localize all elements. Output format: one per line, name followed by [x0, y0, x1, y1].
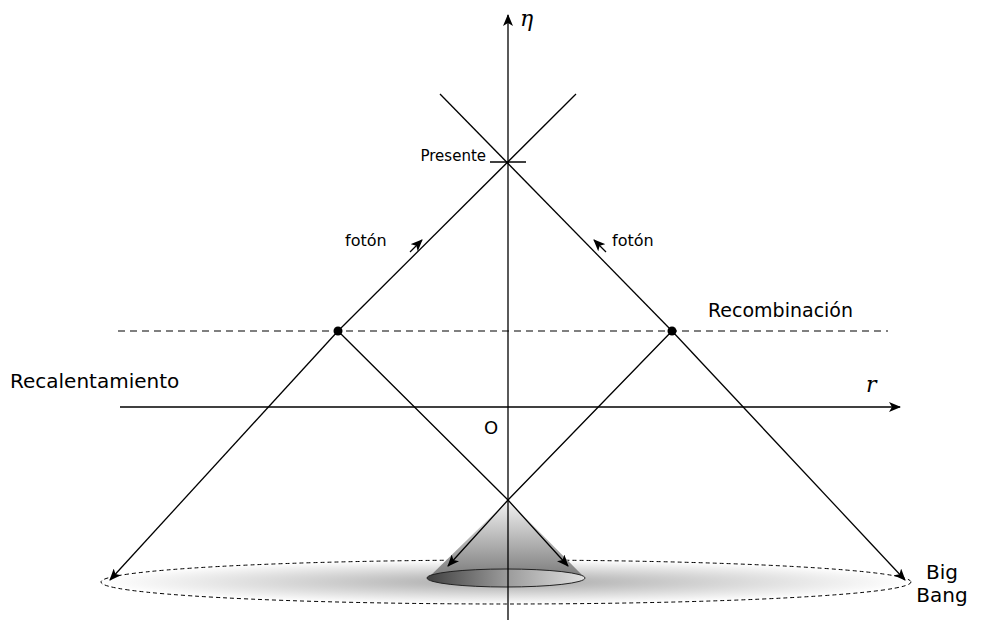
r-axis — [120, 406, 900, 407]
photon-line — [338, 94, 576, 331]
point-label: Presente — [418, 148, 488, 165]
emission-dot — [334, 327, 343, 336]
axis-label: η — [518, 6, 535, 31]
photon-arrow — [410, 240, 422, 252]
photon-label: fotón — [343, 232, 389, 250]
emission-dot — [668, 327, 677, 336]
photon-line — [440, 94, 672, 331]
past-light-ray — [448, 331, 672, 566]
surface-label: Big Bang — [907, 561, 977, 607]
past-light-ray — [338, 331, 568, 566]
epoch-label: Recombinación — [706, 300, 855, 322]
past-light-ray — [110, 331, 338, 580]
photon-arrow — [594, 240, 606, 252]
eta-axis — [507, 15, 508, 620]
epoch-label: Recalentamiento — [8, 370, 181, 393]
light-cone-base — [427, 569, 585, 587]
present-tick — [490, 161, 526, 162]
photon-label: fotón — [610, 232, 656, 250]
past-light-ray — [672, 331, 905, 580]
origin-label: O — [482, 418, 500, 439]
recombination-line — [118, 330, 888, 331]
axis-label: r — [864, 372, 879, 397]
light-cone — [428, 500, 585, 578]
